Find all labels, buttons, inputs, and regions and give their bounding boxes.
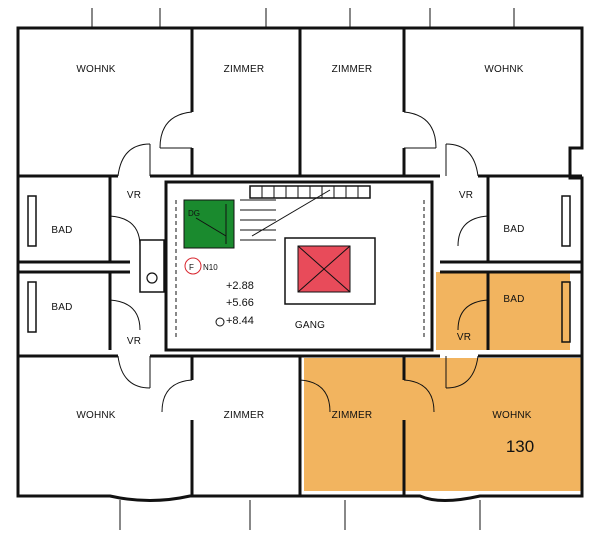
level-3: +8.44 bbox=[226, 315, 254, 327]
highlighted-room-wohnk bbox=[404, 358, 582, 491]
utility-dg-label: DG bbox=[188, 209, 200, 218]
interior-walls bbox=[18, 28, 582, 496]
room-zimmer-top-1: ZIMMER bbox=[224, 64, 265, 75]
level-2: +5.66 bbox=[226, 297, 254, 309]
shaft bbox=[139, 239, 165, 293]
room-vr-lower-right: VR bbox=[457, 332, 471, 343]
outer-wall bbox=[16, 26, 584, 502]
room-bad-upper-right: BAD bbox=[503, 224, 524, 235]
room-vr-upper-right: VR bbox=[459, 190, 473, 201]
level-marker-icon bbox=[215, 317, 225, 327]
room-bad-lower-right: BAD bbox=[503, 294, 524, 305]
room-wohnk-top-left: WOHNK bbox=[76, 64, 115, 75]
room-wohnk-top-right: WOHNK bbox=[484, 64, 523, 75]
highlighted-room-vr bbox=[436, 272, 488, 350]
highlighted-room-bad bbox=[488, 272, 570, 350]
room-gang: GANG bbox=[295, 320, 325, 331]
room-zimmer-bottom-2: ZIMMER bbox=[332, 410, 373, 421]
shaft-symbol bbox=[146, 272, 158, 284]
room-vr-upper-left: VR bbox=[127, 190, 141, 201]
window-ticks bbox=[91, 8, 515, 530]
highlighted-room-zimmer bbox=[304, 358, 404, 491]
stair-void bbox=[284, 237, 376, 305]
n10-label: N10 bbox=[203, 263, 218, 272]
room-zimmer-bottom-1: ZIMMER bbox=[224, 410, 265, 421]
utility-box: DG bbox=[183, 199, 235, 249]
level-1: +2.88 bbox=[226, 280, 254, 292]
room-wohnk-bottom-left: WOHNK bbox=[76, 410, 115, 421]
f-marker-circle bbox=[184, 257, 202, 275]
room-bad-lower-left: BAD bbox=[51, 302, 72, 313]
unit-number: 130 bbox=[506, 437, 534, 456]
stair-flights bbox=[240, 185, 371, 241]
highlighted-unit bbox=[304, 272, 582, 491]
room-vr-lower-left: VR bbox=[127, 336, 141, 347]
door-swings bbox=[109, 111, 489, 413]
f-marker-label: F bbox=[189, 263, 194, 272]
room-wohnk-bottom-right: WOHNK bbox=[492, 410, 531, 421]
room-bad-upper-left: BAD bbox=[51, 225, 72, 236]
room-zimmer-top-2: ZIMMER bbox=[332, 64, 373, 75]
